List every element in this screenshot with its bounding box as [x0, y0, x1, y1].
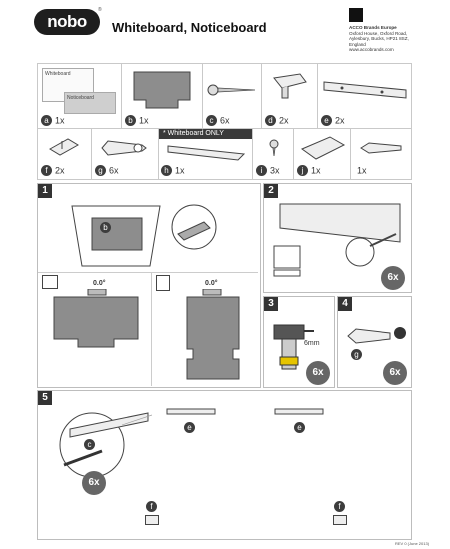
pen-tray-icon: [167, 145, 246, 161]
step-4-part-g-badge: g: [351, 349, 362, 360]
rail-icon: [323, 81, 407, 99]
step-1-angle-right: 0.0°: [205, 280, 218, 287]
step-4-count: 6x: [383, 361, 407, 385]
tape-cutter-illustration: [171, 204, 217, 250]
step-5-part-f-right-badge: f: [334, 501, 345, 512]
step-5-part-e-left-badge: e: [184, 422, 195, 433]
trademark-mark: ®: [98, 7, 102, 13]
step-5-panel: 5 c 6x e e f f: [37, 390, 412, 540]
landscape-orientation-icon: [42, 275, 58, 289]
drill-icon: [273, 324, 314, 370]
screw-icon: [207, 84, 256, 96]
acco-logo-icon: [349, 8, 363, 22]
revision-note: REV 0 (June 2013): [395, 541, 430, 546]
whiteboard-only-banner: * Whiteboard ONLY: [159, 129, 253, 139]
step-1-panel: 1 b 0.0° 0.0°: [37, 183, 261, 388]
step-5-part-f-left-badge: f: [146, 501, 157, 512]
step-2-panel: 2 6x: [263, 183, 412, 293]
clip-left-icon: [145, 515, 159, 525]
plug-insert-illustration: [347, 327, 406, 344]
step-1-number: 1: [38, 184, 52, 198]
anchor-icon: [360, 142, 402, 154]
page-title: Whiteboard, Noticeboard: [112, 20, 267, 35]
level-portrait-board: [186, 289, 240, 380]
small-screw-icon: [269, 139, 279, 157]
nobo-logo: nobo: [34, 9, 100, 35]
wall-plug-icon: [101, 140, 147, 156]
noticeboard-panel: Noticeboard: [64, 92, 116, 114]
rail-right: [274, 408, 324, 415]
drill-bit-size: 6mm: [304, 340, 320, 347]
back-panel-icon: [133, 71, 191, 109]
rail-left: [166, 408, 216, 415]
bracket-icon: [273, 73, 307, 99]
wall-marking-illustration: [273, 203, 401, 277]
step-1-part-b-badge: b: [100, 222, 111, 233]
step-4-number: 4: [338, 297, 352, 311]
step-3-count: 6x: [306, 361, 330, 385]
step-3-panel: 3 6mm 6x: [263, 296, 335, 388]
level-landscape-board: [53, 289, 139, 348]
step-3-number: 3: [264, 297, 278, 311]
clip-icon: [49, 138, 79, 156]
step-1-angle-left: 0.0°: [93, 280, 106, 287]
step-2-number: 2: [264, 184, 278, 198]
step-5-part-e-right-badge: e: [294, 422, 305, 433]
part-k-cell: 1x: [350, 128, 412, 180]
portrait-orientation-icon: [156, 275, 170, 291]
magnetic-strip-icon: [300, 136, 346, 160]
step-2-count: 6x: [381, 266, 405, 290]
step-5-count: 6x: [82, 471, 106, 495]
step-5-number: 5: [38, 391, 52, 405]
step-4-panel: 4 g 6x: [337, 296, 412, 388]
step-5-part-c-badge: c: [84, 439, 95, 450]
clip-right-icon: [333, 515, 347, 525]
easel-board-illustration: [71, 205, 161, 267]
company-address: ACCO Brands Europe Oxford House, Oxford …: [349, 25, 409, 52]
